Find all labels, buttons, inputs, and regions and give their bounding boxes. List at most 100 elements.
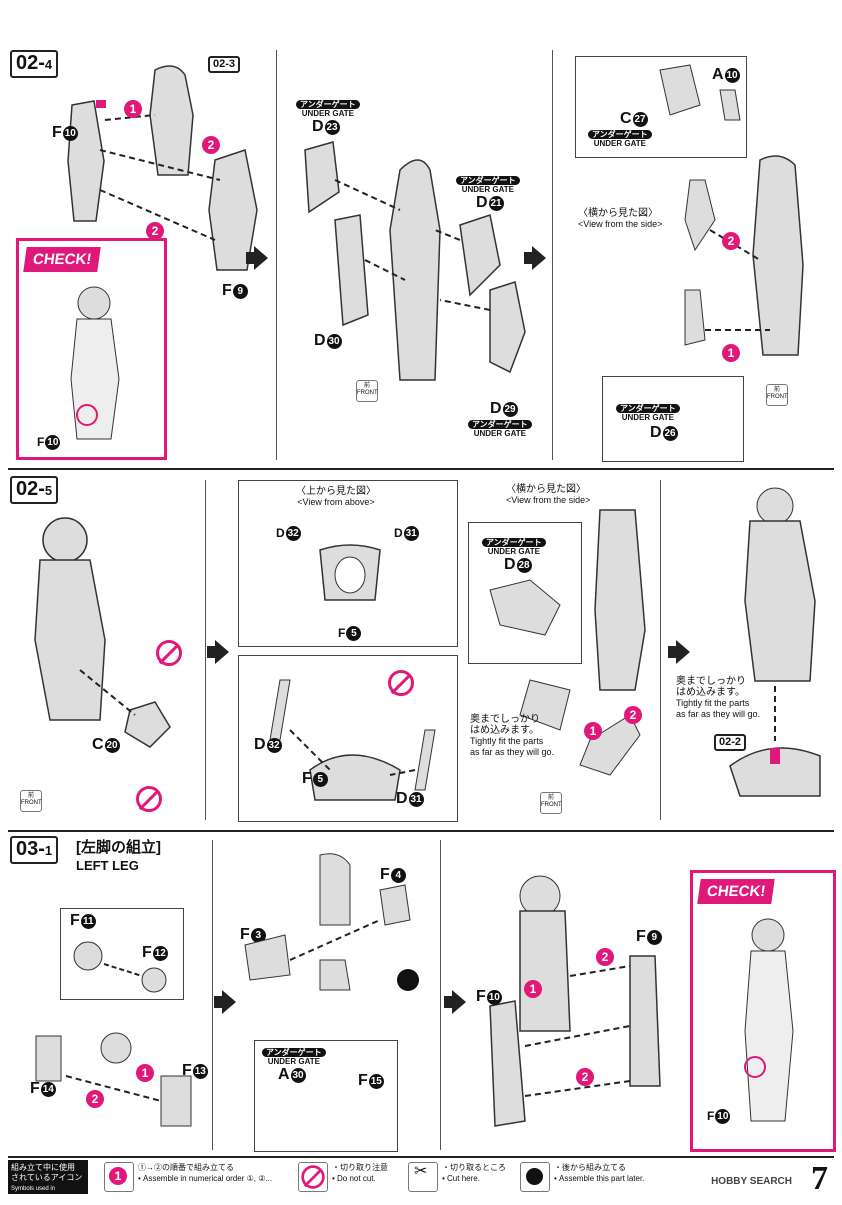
column-divider — [660, 480, 661, 820]
leg-parts-illustration — [67, 65, 258, 271]
detail-box — [602, 376, 744, 462]
check-heading: CHECK! — [23, 247, 102, 272]
section-title-jp: [左脚の組立] — [76, 839, 161, 856]
leg-assembly-illustration — [34, 517, 171, 748]
section-title-en: LEFT LEG — [76, 858, 139, 873]
step-number: 02- — [16, 478, 45, 500]
hip-joint-illustration — [35, 941, 192, 1127]
next-arrow — [246, 246, 268, 270]
ref-label: 02-3 — [208, 56, 241, 73]
do-not-cut-icon — [156, 640, 182, 666]
brand-watermark: HOBBY SEARCH — [711, 1176, 792, 1187]
footer-divider — [8, 1156, 834, 1158]
scissors-icon: ✂ — [408, 1162, 438, 1192]
step-order-1: 1 — [524, 980, 542, 998]
check-heading: CHECK! — [697, 879, 776, 904]
step-order-2: 2 — [624, 706, 642, 724]
view-side-label: 〈横から見た図〉<View from the side> — [578, 208, 663, 229]
check-illustration — [70, 286, 120, 440]
next-arrow — [668, 640, 690, 664]
do-not-cut-icon — [388, 670, 414, 696]
step-label-03-1: 03-1 — [10, 836, 59, 864]
step-order-1: 1 — [136, 1064, 154, 1082]
column-divider — [552, 50, 553, 460]
column-divider — [212, 840, 213, 1150]
step-order-1: 1 — [584, 722, 602, 740]
detail-box — [254, 1040, 398, 1152]
clamp-top-illustration — [319, 544, 381, 601]
next-arrow — [444, 990, 466, 1014]
next-arrow — [524, 246, 546, 270]
view-side-label: 〈横から見た図〉<View from the side> — [506, 484, 591, 505]
step-sub: 1 — [44, 843, 53, 858]
view-above-label: 〈上から見た図〉<View from above> — [296, 486, 376, 507]
step-sub: 4 — [44, 57, 53, 72]
step-label-02-5: 02-5 — [10, 476, 59, 504]
lower-leg-illustration — [489, 875, 661, 1127]
step-order-2: 2 — [576, 1068, 594, 1086]
column-divider — [440, 840, 441, 1150]
step-order-2: 2 — [202, 136, 220, 154]
later-icon — [520, 1162, 550, 1192]
do-not-cut-icon — [136, 786, 162, 812]
step-number: 02- — [16, 52, 45, 74]
check-illustration — [744, 918, 794, 1122]
do-not-cut-icon — [298, 1162, 328, 1192]
column-divider — [205, 480, 206, 820]
column-divider — [276, 50, 277, 460]
leg-with-knee-illustration — [729, 487, 821, 797]
step-sub: 5 — [44, 483, 53, 498]
page-number: 7 — [811, 1160, 828, 1197]
step-order-1: 1 — [722, 344, 740, 362]
section-divider — [8, 830, 834, 832]
clamp-assembly-illustration — [269, 679, 436, 801]
section-divider — [8, 468, 834, 470]
legend-do-not-cut: ・切り取り注意• Do not cut. — [298, 1162, 408, 1192]
hip-shell-illustration — [244, 853, 419, 991]
next-arrow — [207, 640, 229, 664]
legend-assemble-later: ・後から組み立てる• Assemble this part later. — [520, 1162, 660, 1192]
step-order-1: 1 — [124, 100, 142, 118]
knee-side-illustration — [489, 509, 646, 776]
legend-order: 1 ①→②の順番で組み立てる• Assemble in numerical or… — [104, 1162, 284, 1192]
